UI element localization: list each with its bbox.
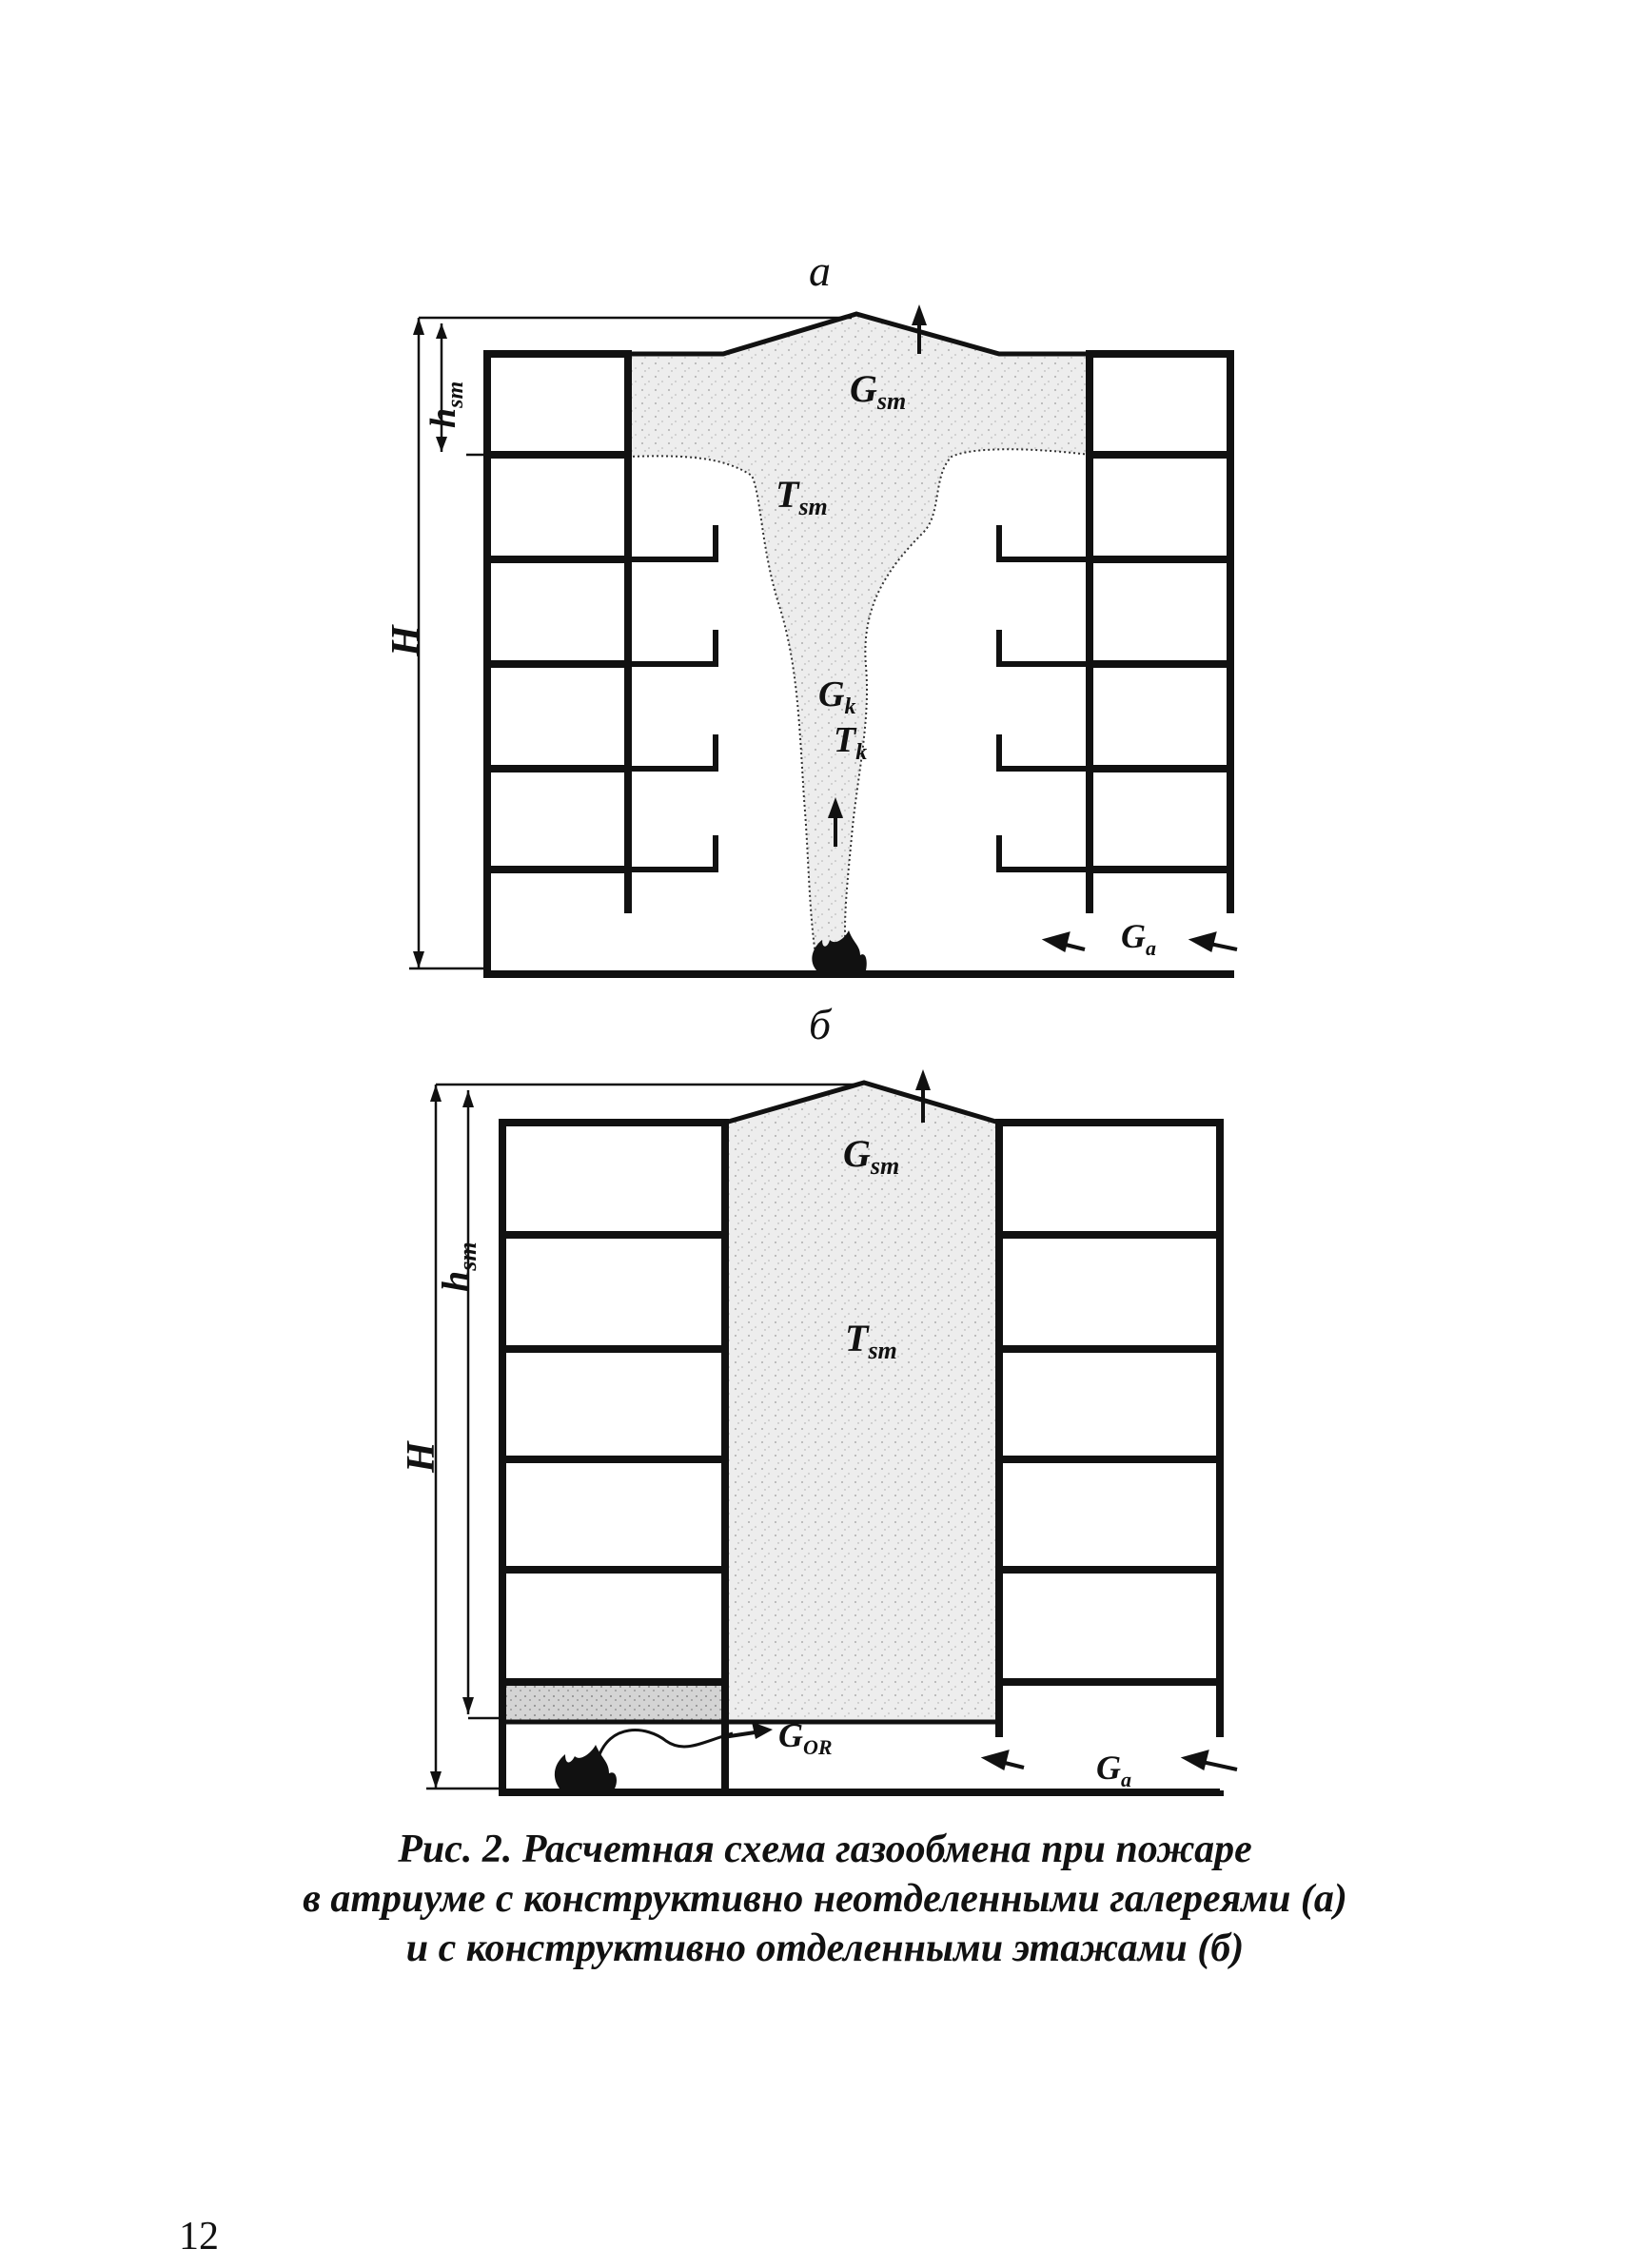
panel-a-right-galleries: [996, 525, 1090, 872]
panel-a-inflow-arrows: [1041, 931, 1238, 953]
caption-line-1: Рис. 2. Расчетная схема газообмена при п…: [398, 1828, 1252, 1871]
panel-a-exhaust-arrow: [912, 304, 927, 354]
panel-a-right-block: [1086, 350, 1234, 978]
panel-a-h-arrow-top: [413, 318, 424, 335]
panel-a-label-Ga: Ga: [1121, 917, 1156, 960]
panel-b-label-Tsm: Tsm: [845, 1317, 897, 1364]
panel-b-gor-flow-line: [596, 1729, 734, 1761]
panel-a-hsm-arrow-bottom: [436, 437, 447, 452]
panel-b-fire-room-smoke: [502, 1684, 725, 1720]
panel-b-label-GOR: GOR: [778, 1716, 833, 1759]
panel-a-dimension-lines: [409, 316, 852, 970]
panel-a-label-Gsm: Gsm: [850, 367, 906, 415]
panel-b-label-Ga: Ga: [1096, 1749, 1131, 1791]
panel-a-left-galleries: [628, 525, 718, 872]
panel-a-label-Tk: Tk: [834, 720, 867, 765]
panel-b: б: [400, 1000, 1238, 1796]
panel-b-right-block: [995, 1119, 1224, 1796]
panel-a-label-hsm: hsm: [423, 381, 468, 428]
panel-b-letter: б: [809, 1000, 833, 1048]
panel-a-h-arrow-bottom: [413, 951, 424, 968]
panel-a-plume-arrow: [828, 797, 843, 847]
figure-caption: Рис. 2. Расчетная схема газообмена при п…: [0, 1825, 1650, 1973]
panel-b-dimension-lines: [426, 1083, 861, 1790]
caption-line-3: и с конструктивно отделенными этажами (б…: [405, 1926, 1245, 1970]
panel-b-h-arrow-bottom: [430, 1771, 442, 1789]
panel-a-ground-openings: [623, 913, 1237, 970]
caption-line-2: в атриуме с конструктивно неотделенными …: [303, 1877, 1347, 1921]
page-number: 12: [179, 2215, 219, 2258]
panel-b-label-H: H: [400, 1440, 443, 1474]
panel-a: а: [384, 246, 1238, 978]
panel-b-hsm-arrow-bottom: [462, 1697, 474, 1714]
panel-b-roof: [724, 1080, 1000, 1125]
panel-b-smoke-shaft: [725, 1083, 999, 1722]
panel-b-label-Gsm: Gsm: [843, 1132, 899, 1180]
panel-a-hsm-arrow-top: [436, 323, 447, 339]
panel-a-roof: [628, 311, 1090, 357]
panel-b-gor-arrow: [722, 1722, 773, 1739]
panel-a-fire-icon: [812, 930, 867, 970]
panel-b-inflow-arrows: [980, 1750, 1238, 1771]
panel-a-label-H: H: [384, 624, 428, 657]
panel-a-label-Gk: Gk: [818, 675, 855, 719]
panel-b-fire-icon: [554, 1745, 617, 1789]
panel-b-h-arrow-top: [430, 1085, 442, 1102]
panel-b-label-hsm: hsm: [434, 1242, 481, 1292]
panel-b-hsm-arrow-top: [462, 1090, 474, 1107]
panel-a-smoke-layer: [628, 314, 1090, 961]
panel-b-shaft-walls: [722, 1123, 1002, 1722]
panel-a-left-block: [483, 350, 632, 978]
panel-a-label-Tsm: Tsm: [776, 473, 828, 520]
panel-b-exhaust-arrow: [915, 1069, 931, 1123]
panel-a-letter: а: [809, 246, 831, 295]
